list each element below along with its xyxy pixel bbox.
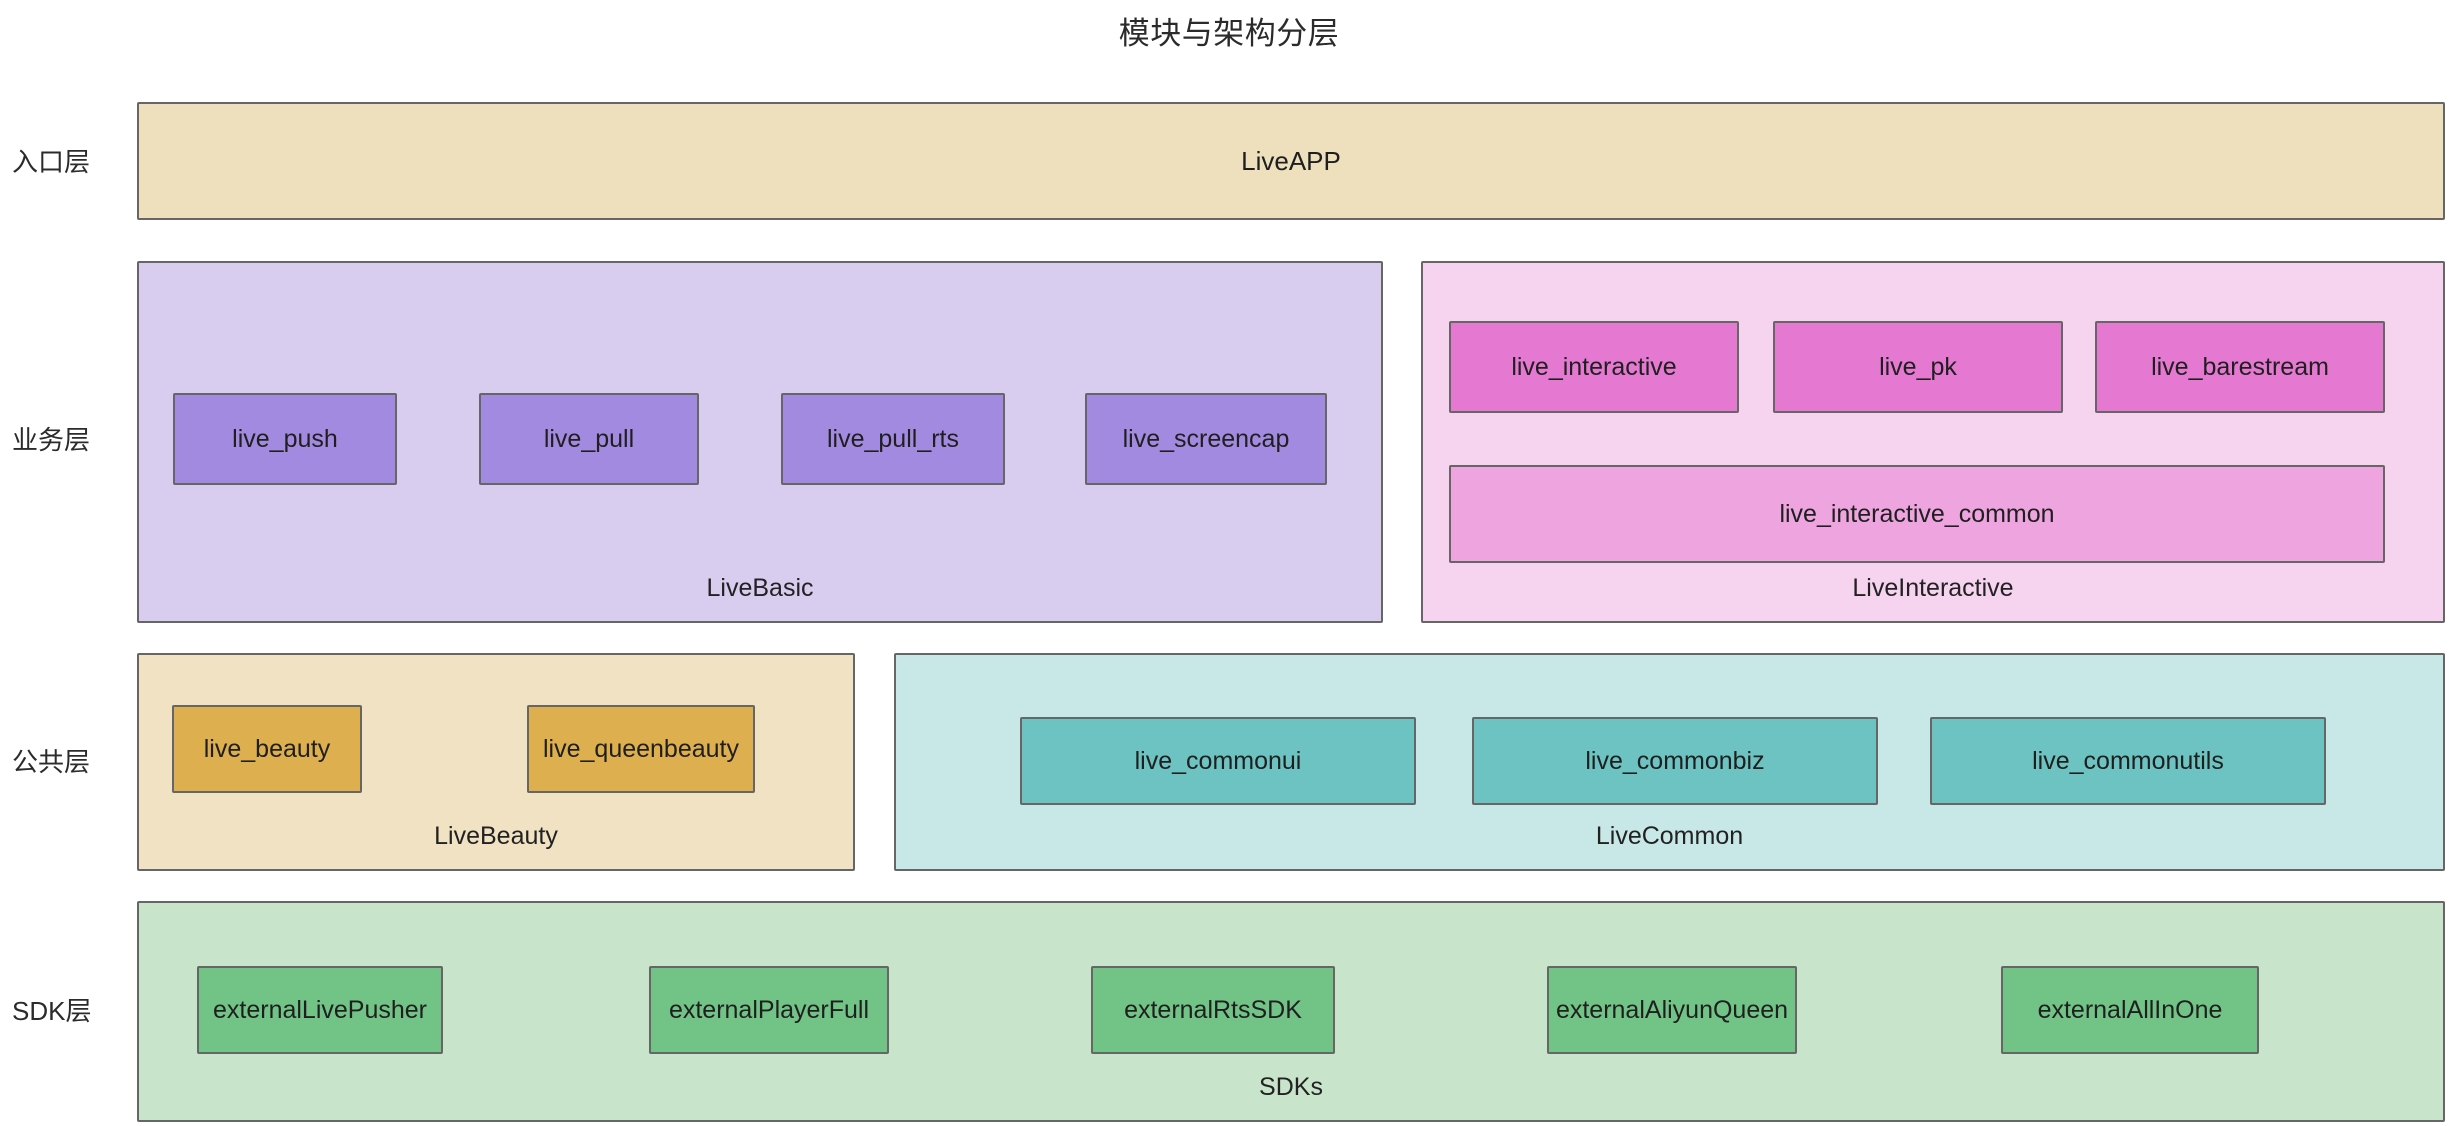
- group-label-livebasic: LiveBasic: [706, 574, 814, 602]
- module-live-interactive[interactable]: live_interactive: [1449, 321, 1739, 413]
- module-liveapp-label: LiveAPP: [1241, 146, 1341, 176]
- group-liveinteractive[interactable]: live_interactive live_pk live_barestream…: [1421, 261, 2445, 623]
- layer-label-common: 公共层: [12, 747, 91, 777]
- module-live-commonbiz[interactable]: live_commonbiz: [1472, 717, 1878, 805]
- module-external-playerfull[interactable]: externalPlayerFull: [649, 966, 889, 1054]
- module-external-aliyunqueen[interactable]: externalAliyunQueen: [1547, 966, 1797, 1054]
- group-liveapp[interactable]: LiveAPP: [137, 102, 2445, 220]
- module-live-pk[interactable]: live_pk: [1773, 321, 2063, 413]
- module-live-beauty[interactable]: live_beauty: [172, 705, 362, 793]
- module-live-commonui[interactable]: live_commonui: [1020, 717, 1416, 805]
- group-livebeauty[interactable]: live_beauty live_queenbeauty LiveBeauty: [137, 653, 855, 871]
- page-title: 模块与架构分层: [1118, 16, 1340, 51]
- layer-label-sdk: SDK层: [12, 996, 92, 1026]
- layer-label-business: 业务层: [12, 425, 91, 455]
- module-live-barestream[interactable]: live_barestream: [2095, 321, 2385, 413]
- group-label-liveinteractive: LiveInteractive: [1852, 574, 2014, 602]
- group-sdks[interactable]: externalLivePusher externalPlayerFull ex…: [137, 901, 2445, 1122]
- layer-label-entry: 入口层: [12, 147, 91, 177]
- group-livecommon[interactable]: live_commonui live_commonbiz live_common…: [894, 653, 2445, 871]
- group-label-livecommon: LiveCommon: [1595, 822, 1744, 850]
- module-live-interactive-common[interactable]: live_interactive_common: [1449, 465, 2385, 563]
- module-live-commonutils[interactable]: live_commonutils: [1930, 717, 2326, 805]
- group-livebasic[interactable]: live_push live_pull live_pull_rts live_s…: [137, 261, 1383, 623]
- module-external-rtssdk[interactable]: externalRtsSDK: [1091, 966, 1335, 1054]
- module-external-livepusher[interactable]: externalLivePusher: [197, 966, 443, 1054]
- module-live-pull-rts[interactable]: live_pull_rts: [781, 393, 1005, 485]
- module-live-pull[interactable]: live_pull: [479, 393, 699, 485]
- group-label-sdks: SDKs: [1259, 1073, 1323, 1101]
- module-external-allinone[interactable]: externalAllInOne: [2001, 966, 2259, 1054]
- module-live-push[interactable]: live_push: [173, 393, 397, 485]
- module-live-queenbeauty[interactable]: live_queenbeauty: [527, 705, 755, 793]
- module-live-screencap[interactable]: live_screencap: [1085, 393, 1327, 485]
- group-label-livebeauty: LiveBeauty: [434, 822, 558, 850]
